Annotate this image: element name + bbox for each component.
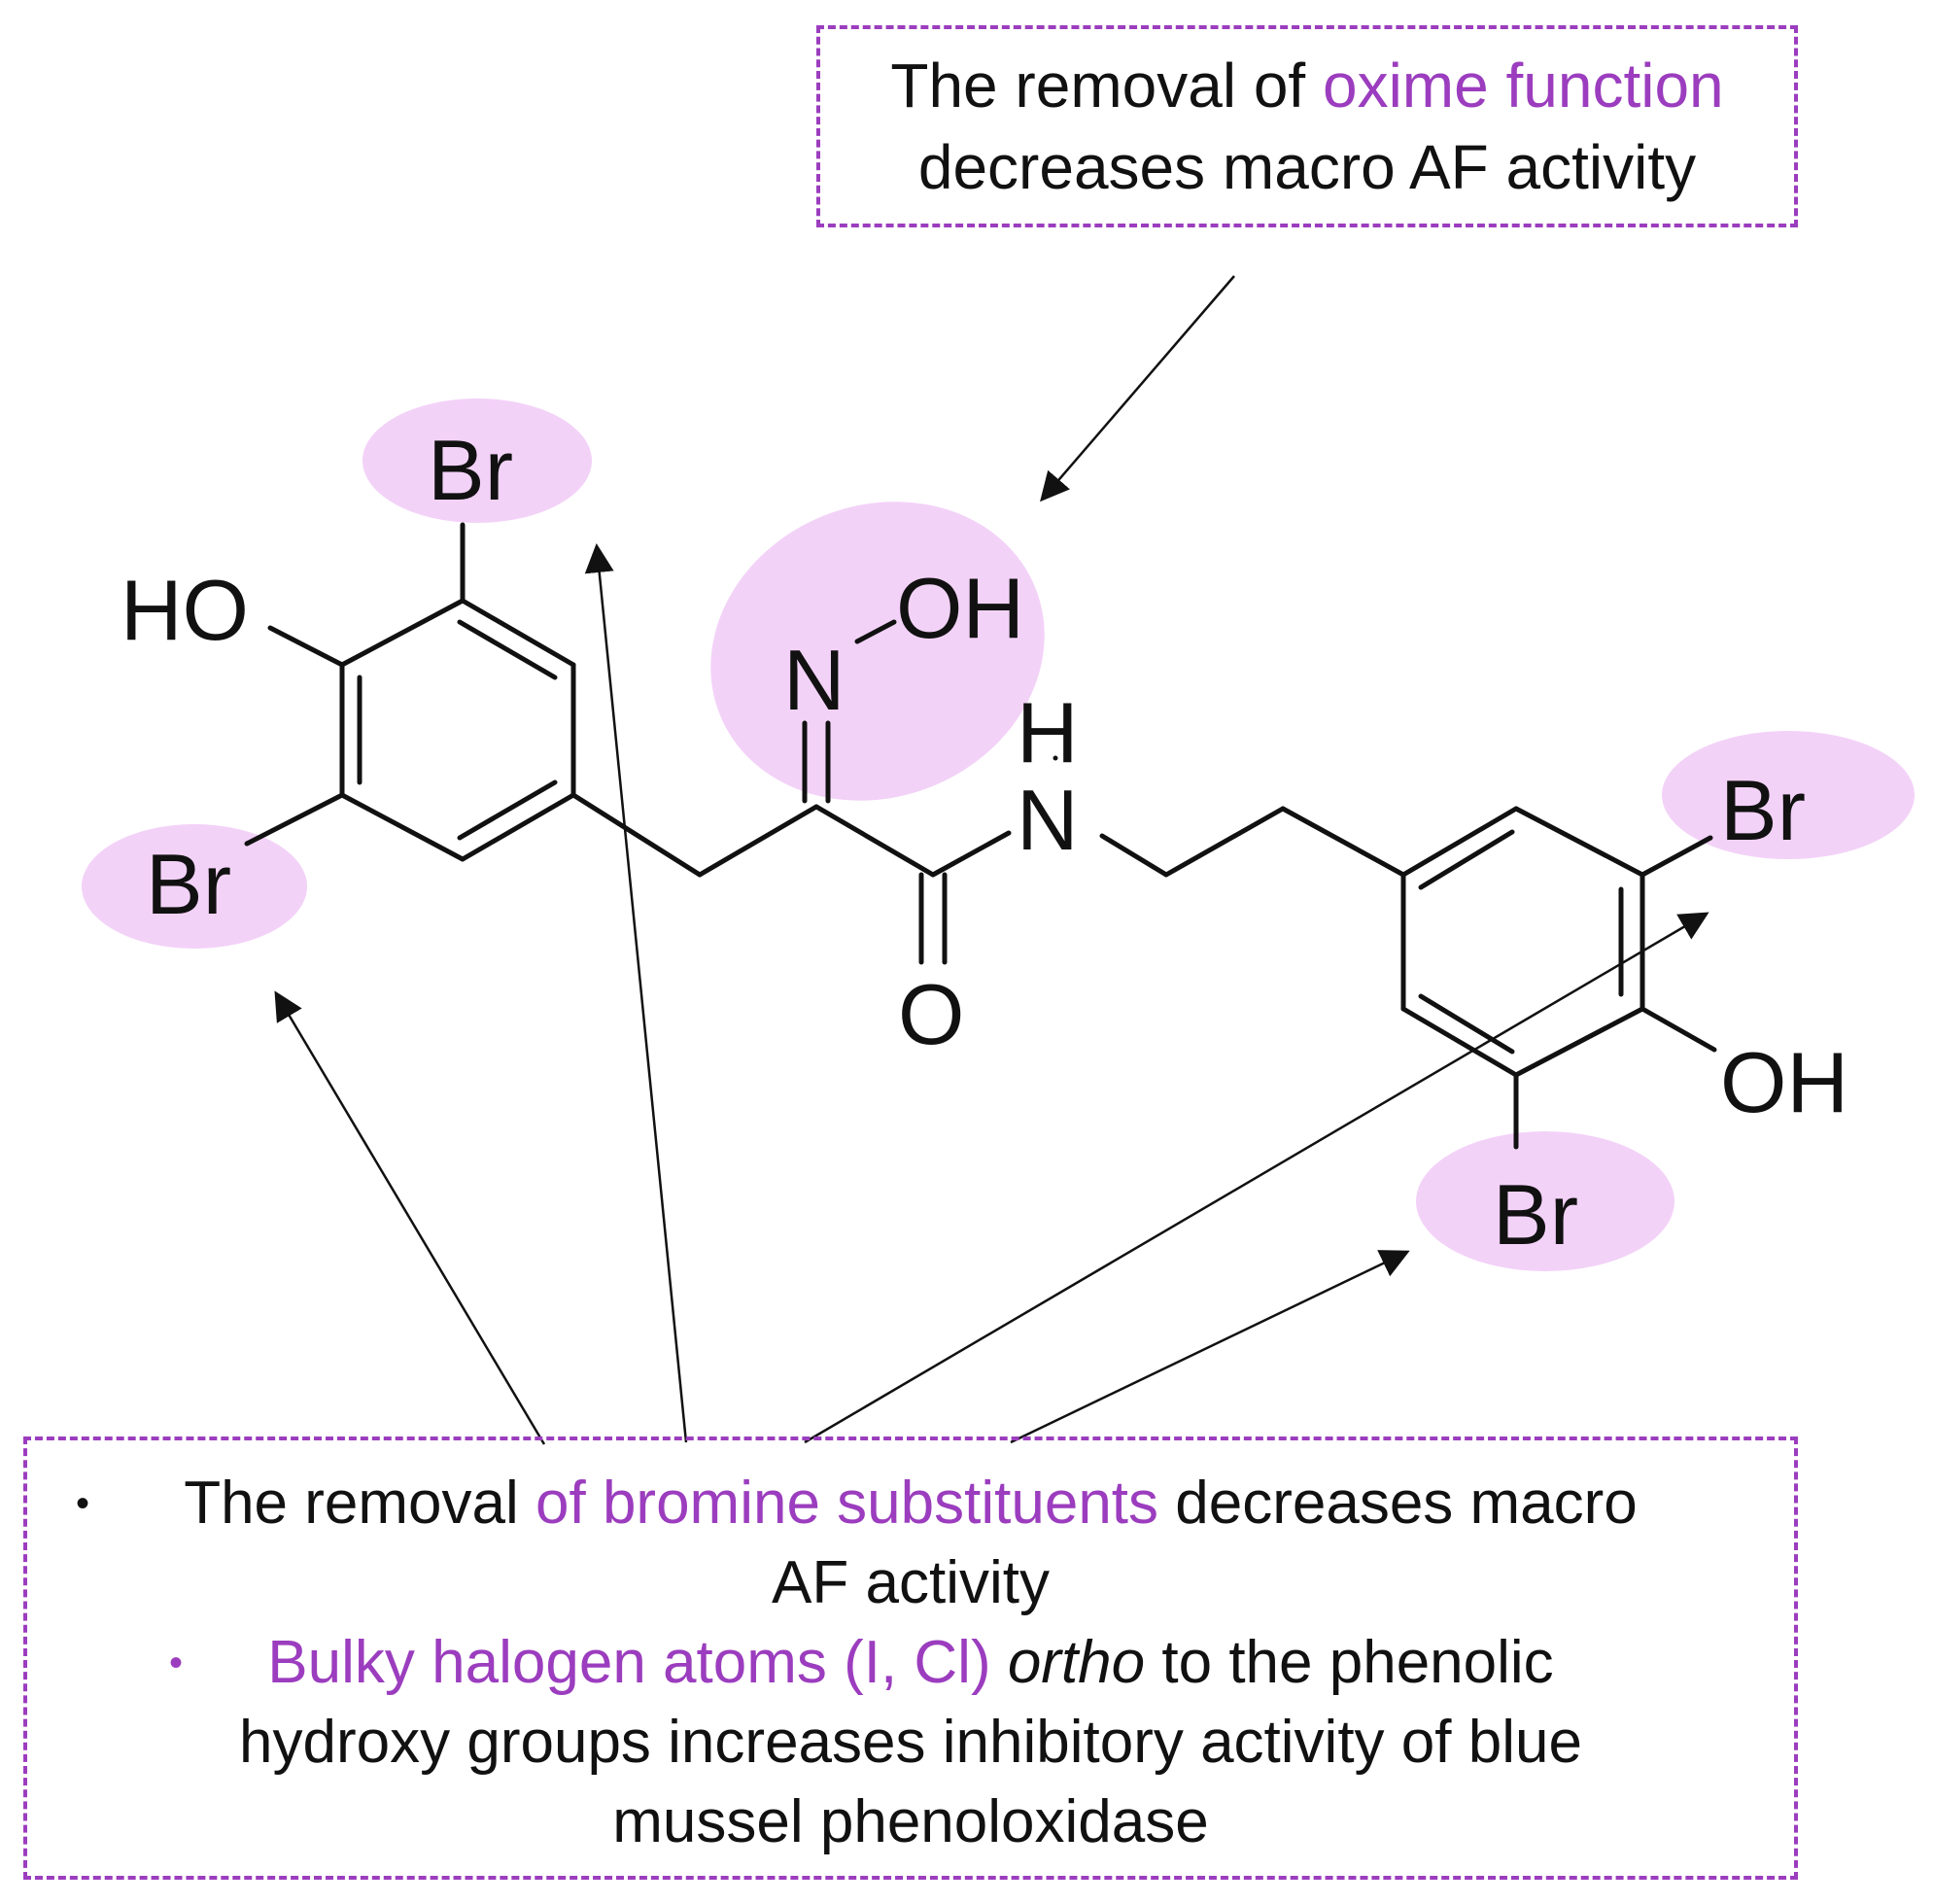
- atom-h-amide: H: [1017, 684, 1079, 780]
- bromine-note-bullet1: • The removal of bromine substituents de…: [27, 1464, 1794, 1543]
- highlight-br-top-left: [362, 398, 592, 523]
- bromine-note-bullet2: • Bulky halogen atoms (I, Cl) ortho to t…: [27, 1623, 1794, 1703]
- bullet-1: •: [76, 1482, 90, 1525]
- arrows: [274, 275, 1709, 1445]
- atom-br-right-bottom: Br: [1493, 1166, 1578, 1263]
- highlight-oxime: [710, 502, 1045, 801]
- bullet1-prefix: The removal: [184, 1470, 536, 1537]
- oxime-note-line1: The removal of oxime function: [820, 45, 1794, 126]
- arrow-to-br-top-left: [584, 543, 688, 1443]
- bullet2-line2: hydroxy groups increases inhibitory acti…: [239, 1709, 1582, 1776]
- arrow-to-br-right-top: [804, 912, 1709, 1444]
- bullet2-highlight: Bulky halogen atoms (I, Cl): [267, 1629, 1008, 1696]
- arrow-to-br-right-bottom: [1010, 1250, 1410, 1444]
- bonds: [244, 522, 1717, 1150]
- oxime-note-line2: decreases macro AF activity: [917, 132, 1697, 202]
- highlight-br-right-bottom: [1416, 1131, 1674, 1271]
- bromine-note-box: • The removal of bromine substituents de…: [23, 1437, 1798, 1880]
- bullet-2: •: [169, 1642, 184, 1684]
- atom-br-right-top: Br: [1720, 762, 1806, 858]
- atom-br-mid-left: Br: [146, 836, 231, 932]
- bullet2-italic: ortho: [1007, 1629, 1146, 1696]
- atom-o-carbonyl: O: [898, 966, 965, 1062]
- atom-oh-oxime: OH: [896, 560, 1024, 656]
- highlight-br-mid-left: [82, 824, 307, 949]
- arrow-to-oxime: [1040, 275, 1235, 502]
- highlight-ellipses: [82, 398, 1915, 1271]
- atom-n-oxime: N: [783, 632, 846, 728]
- bullet1-line2: AF activity: [772, 1549, 1050, 1616]
- bullet2-line3: mussel phenoloxidase: [612, 1788, 1209, 1855]
- oxime-note-box: The removal of oxime function decreases …: [816, 25, 1798, 227]
- highlight-br-right-top: [1662, 731, 1915, 859]
- bullet1-highlight: of bromine substituents: [535, 1470, 1159, 1537]
- bullet1-suffix: decreases macro: [1158, 1470, 1638, 1537]
- arrow-to-br-mid-left: [274, 990, 546, 1445]
- atom-n-amide: N: [1017, 772, 1079, 868]
- atom-oh-right: OH: [1720, 1034, 1848, 1130]
- atom-br-top-left: Br: [428, 422, 513, 518]
- atom-ho-left: HO: [121, 562, 249, 658]
- oxime-note-highlight: oxime function: [1322, 51, 1724, 121]
- bullet2-suffix: to the phenolic: [1145, 1629, 1554, 1696]
- oxime-note-prefix: The removal of: [890, 51, 1323, 121]
